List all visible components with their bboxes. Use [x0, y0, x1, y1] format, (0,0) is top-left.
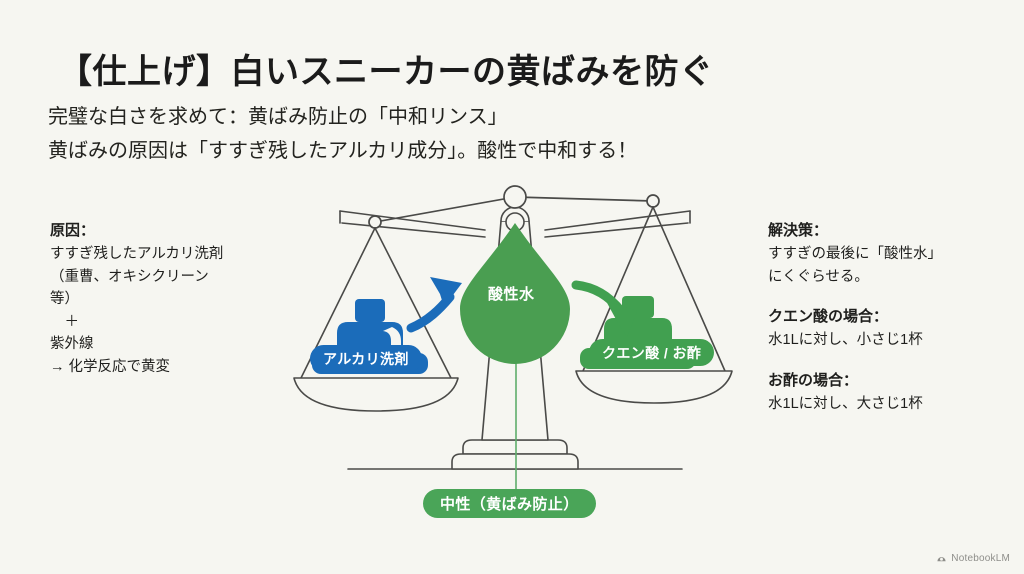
- scale-base-lower: [451, 453, 579, 470]
- page-title: 【仕上げ】白いスニーカーの黄ばみを防ぐ: [58, 53, 714, 91]
- arm-rest-left-lower: [341, 222, 486, 238]
- cause-line-3: 等）: [50, 291, 79, 308]
- solution-line-1: すすぎの最後に「酸性水」: [768, 246, 942, 263]
- right-pan-bowl: [575, 370, 733, 404]
- arm-rest-right: [544, 210, 691, 231]
- cause-line-6: → 化学反応で黄変: [50, 358, 171, 375]
- green-flow-arrow: [571, 280, 637, 337]
- solution-heading: 解決策：: [768, 222, 829, 239]
- badge-alkali-detergent: アルカリ洗剤: [310, 345, 422, 372]
- detergent-cap: [355, 299, 385, 322]
- cause-line-4: ＋: [50, 313, 79, 330]
- right-string-b: [652, 206, 726, 372]
- blue-flow-arrow: [406, 277, 462, 333]
- acidic-water-droplet: [460, 223, 570, 364]
- vinegar-heading: お酢の場合：: [768, 371, 859, 389]
- badge-neutral: 中性（黄ばみ防止）: [423, 489, 596, 518]
- right-hanger-node: [646, 194, 660, 208]
- citric-acid-heading: クエン酸の場合：: [768, 308, 889, 326]
- cause-line-5: 紫外線: [50, 336, 94, 353]
- cause-heading: 原因：: [50, 222, 96, 239]
- citric-acid-detail: 水1Lに対し、小さじ1杯: [768, 332, 923, 349]
- spacer-2: [768, 352, 1008, 369]
- spacer-1: [768, 288, 1008, 305]
- beam-left: [374, 196, 516, 223]
- cause-line-2: （重曹、オキシクリーン: [50, 268, 209, 285]
- notebooklm-logo-icon: [937, 557, 946, 562]
- watermark-label: NotebookLM: [951, 553, 1010, 564]
- left-string-b: [374, 227, 452, 379]
- scale-base-upper: [462, 439, 568, 455]
- badge-citric-vinegar: クエン酸 / お酢: [589, 339, 715, 366]
- arm-rest-right-lower: [544, 222, 689, 238]
- subtitle-line-2: 黄ばみの原因は「すすぎ残したアルカリ成分」。酸性で中和する！: [48, 140, 638, 162]
- cause-text-block: 原因： すすぎ残したアルカリ洗剤 （重曹、オキシクリーン 等） ＋ 紫外線 → …: [50, 219, 280, 378]
- solution-line-2: にくぐらせる。: [768, 268, 869, 285]
- arm-rest-left: [339, 210, 486, 231]
- beam-right: [514, 196, 654, 202]
- vinegar-detail: 水1Lに対し、大さじ1杯: [768, 396, 923, 413]
- left-hanger-node: [368, 215, 382, 229]
- solution-text-block: 解決策： すすぎの最後に「酸性水」 にくぐらせる。 クエン酸の場合： 水1Lに対…: [768, 219, 1008, 416]
- subtitle-line-1: 完璧な白さを求めて：黄ばみ防止の「中和リンス」: [48, 106, 508, 128]
- notebooklm-watermark: NotebookLM: [936, 553, 1010, 564]
- beam-center-knob: [503, 185, 527, 209]
- left-pan-bowl: [293, 377, 459, 412]
- droplet-label: 酸性水: [488, 286, 535, 303]
- cause-line-1: すすぎ残したアルカリ洗剤: [50, 246, 224, 263]
